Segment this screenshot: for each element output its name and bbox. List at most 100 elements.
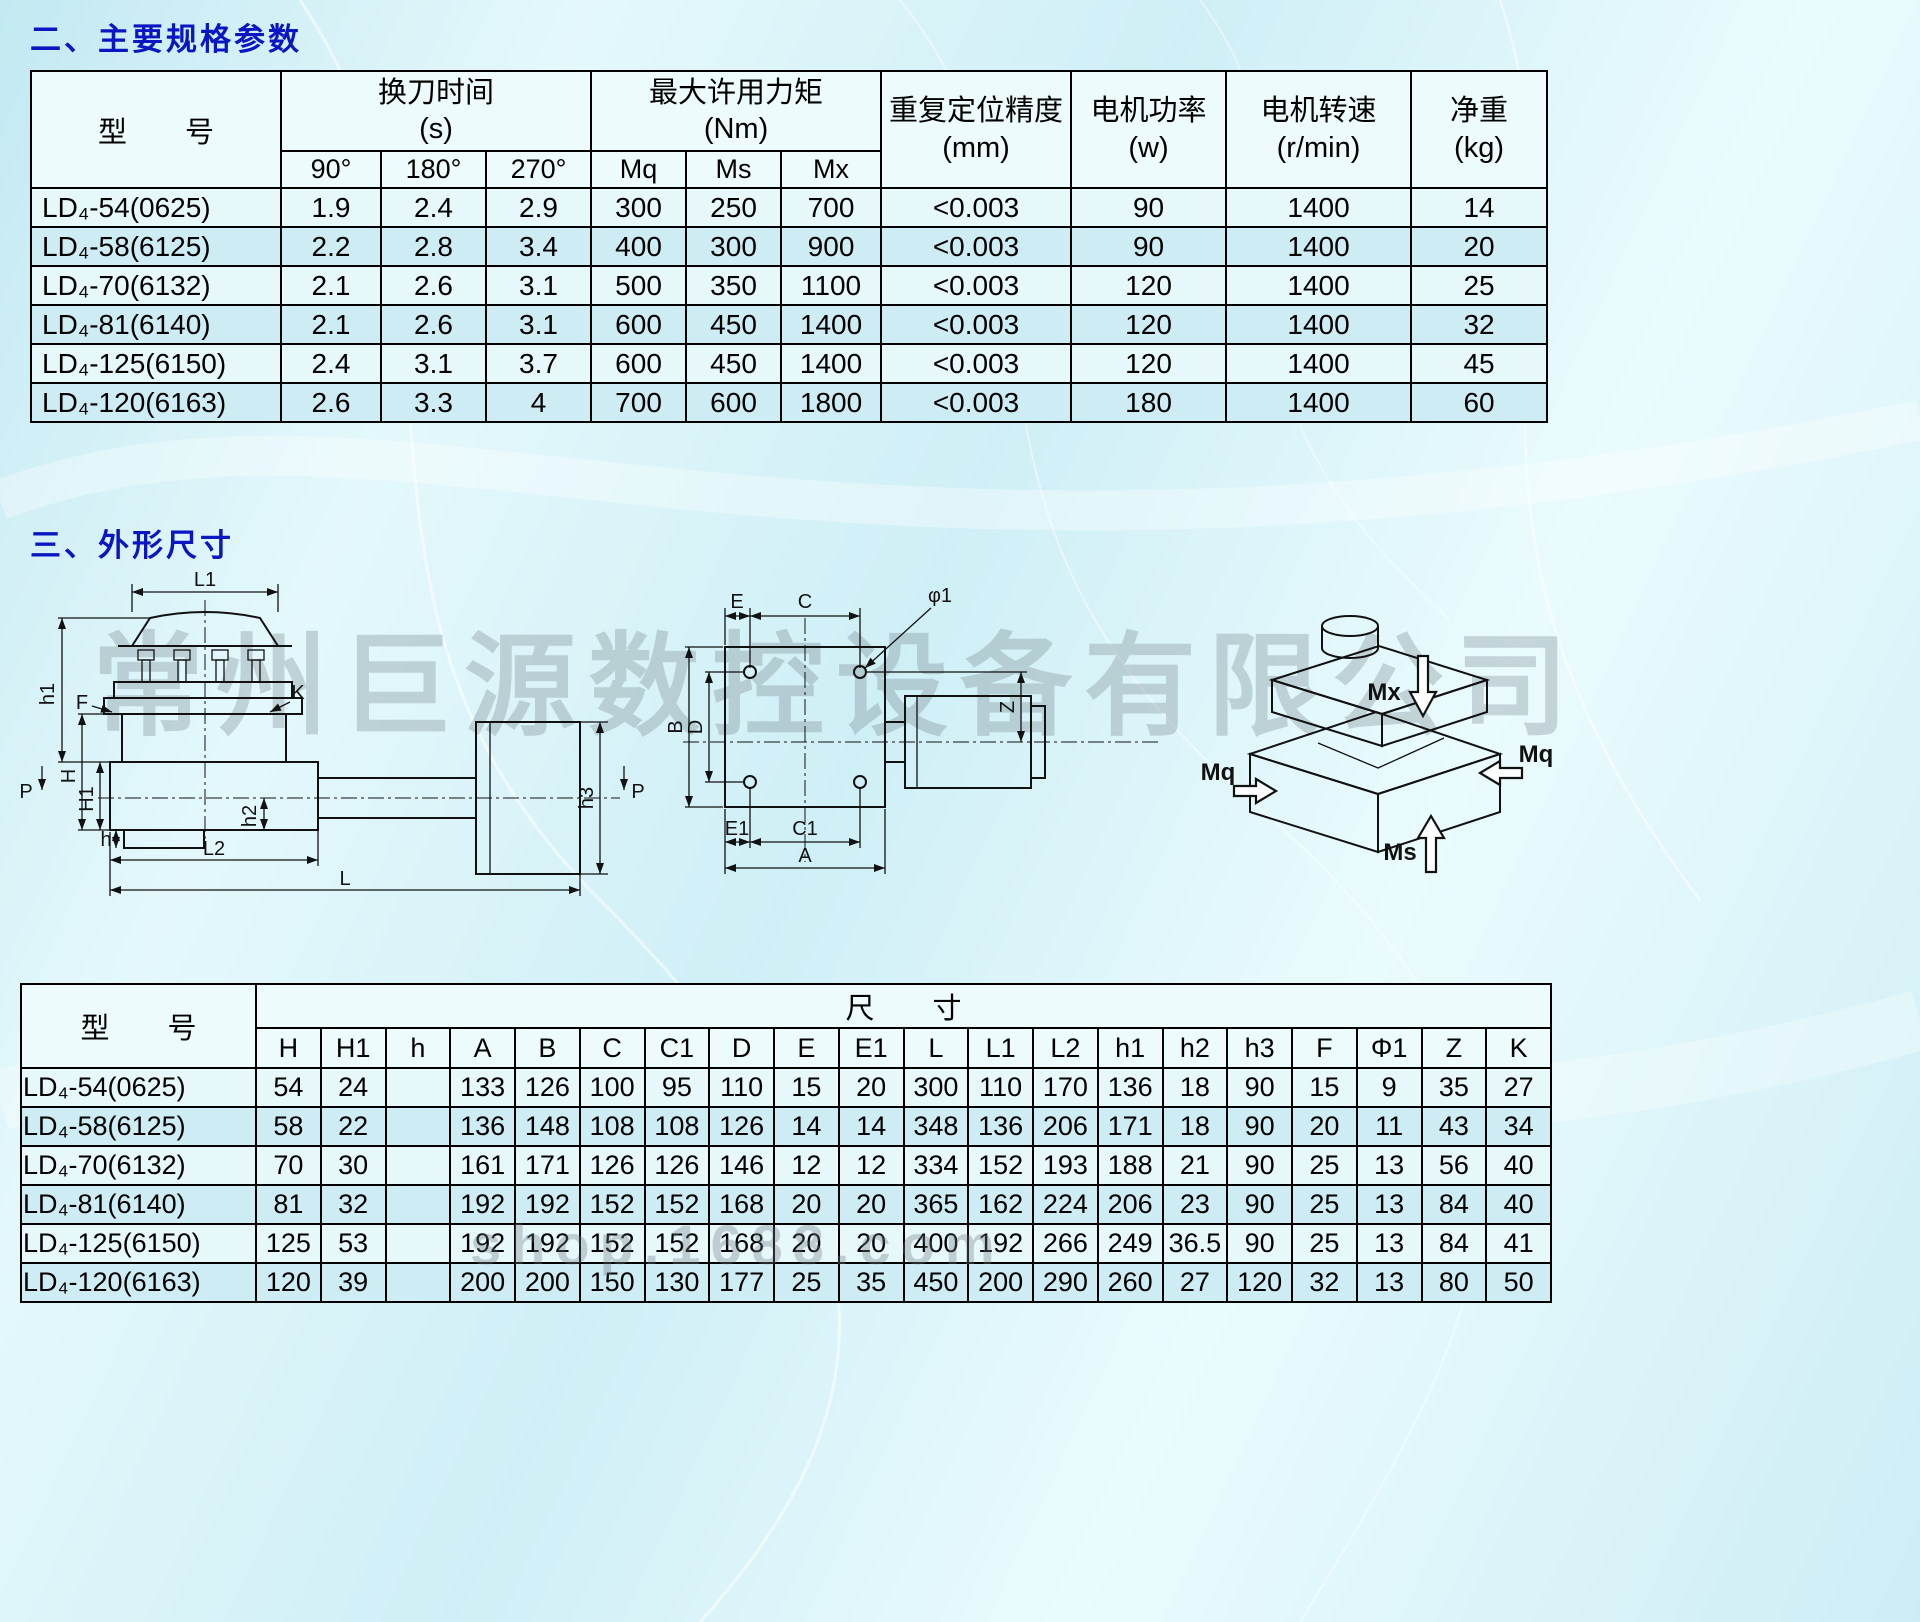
subheader-cell: B [514,1027,581,1069]
subheader-cell: L2 [1032,1027,1099,1069]
model-cell: LD₄-58(6125) [30,226,282,267]
header-unit: (mm) [942,131,1010,164]
tool-change-time-header: 换刀时间 (s) [279,70,593,152]
value-cell: <0.003 [880,304,1073,345]
mq-left-arrow [1232,777,1279,805]
value-cell: 200 [449,1262,516,1303]
value-cell: 4 [484,382,593,423]
header-line: 换刀时间 [378,76,495,109]
value-cell: 22 [319,1106,387,1147]
value-cell: 40 [1485,1145,1552,1186]
value-cell: <0.003 [880,382,1073,423]
value-cell: 25 [1410,265,1549,306]
model-cell: LD₄-70(6132) [20,1145,257,1186]
value-cell: 192 [967,1223,1034,1264]
value-cell [384,1184,452,1225]
model-cell: LD₄-120(6163) [30,382,282,423]
value-cell: 1400 [1225,343,1413,384]
value-cell: 25 [773,1262,840,1303]
value-cell: 162 [967,1184,1034,1225]
value-cell: 2.6 [280,382,382,423]
value-cell: 180 [1070,382,1228,423]
subheader-cell: A [449,1027,516,1069]
value-cell: 1400 [780,304,883,345]
value-cell: 1400 [780,343,883,384]
value-cell: 41 [1485,1223,1552,1264]
value-cell: 348 [902,1106,970,1147]
value-cell: 1800 [780,382,883,423]
dim-label-h: h [100,829,111,851]
value-cell: 3.1 [484,304,593,345]
motor-power-header: 电机功率 (w) [1070,70,1228,189]
value-cell: 18 [1161,1067,1229,1108]
subheader-cell: C1 [643,1027,711,1069]
value-cell: 90 [1070,187,1228,228]
value-cell [384,1262,452,1303]
value-cell: 126 [578,1145,646,1186]
value-cell: 250 [685,187,783,228]
value-cell: 80 [1420,1262,1488,1303]
value-cell: 20 [773,1184,840,1225]
value-cell: 11 [1355,1106,1423,1147]
value-cell: 206 [1096,1184,1164,1225]
value-cell: 192 [449,1223,516,1264]
value-cell: 365 [902,1184,970,1225]
dim-label-A: A [798,845,812,867]
value-cell: 1400 [1225,226,1413,267]
value-cell: 21 [1161,1145,1229,1186]
value-cell: 161 [449,1145,516,1186]
value-cell: 300 [685,226,783,267]
value-cell: 2.1 [280,265,382,306]
value-cell: 56 [1420,1145,1488,1186]
value-cell: 95 [643,1067,711,1108]
value-cell: 133 [449,1067,516,1108]
size-group-header: 尺 寸 [255,983,1552,1029]
value-cell: 1100 [780,265,883,306]
value-cell: 25 [1291,1145,1358,1186]
value-cell: 32 [1410,304,1549,345]
value-cell: <0.003 [880,226,1073,267]
value-cell: 177 [708,1262,775,1303]
dim-label-B: B [665,720,687,733]
model-cell: LD₄-125(6150) [30,343,282,384]
header-unit: (Nm) [703,113,769,145]
value-cell: 32 [1291,1262,1358,1303]
value-cell: 168 [708,1223,775,1264]
value-cell: 90 [1070,226,1228,267]
subheader-cell: H1 [319,1027,387,1069]
value-cell: 700 [590,382,688,423]
value-cell: 120 [1070,265,1228,306]
mq-right-arrow [1477,759,1524,787]
subheader-cell: 180° [380,150,487,189]
dim-label-L2: L2 [203,838,225,860]
value-cell: 45 [1410,343,1549,384]
subheader-cell: h3 [1226,1027,1293,1069]
subheader-row: 90° 180° 270° Mq Ms Mx [31,150,1547,189]
header-line: 电机转速 [1260,95,1377,128]
value-cell: 900 [780,226,883,267]
value-cell: 249 [1096,1223,1164,1264]
value-cell: 400 [590,226,688,267]
value-cell: 200 [967,1262,1034,1303]
value-cell: 20 [1291,1106,1358,1147]
value-cell: 200 [514,1262,581,1303]
value-cell: 1400 [1225,304,1413,345]
clamp-bolts [137,649,265,683]
value-cell [384,1106,452,1147]
value-cell: 1400 [1225,382,1413,423]
value-cell [384,1145,452,1186]
value-cell: 25 [1291,1223,1358,1264]
subheader-cell: Φ1 [1355,1027,1423,1069]
model-column-header: 型 号 [20,983,257,1069]
subheader-cell: Z [1420,1027,1488,1069]
value-cell: <0.003 [880,343,1073,384]
subheader-row: H H1 h A B C C1 D E E1 L L1 L2 h1 h2 h3 … [21,1027,1552,1069]
spec-table: 型 号 换刀时间 (s) 最大许用力矩 (Nm) 重复定位精度 (mm) 电机功… [30,70,1549,423]
subheader-cell: L1 [967,1027,1034,1069]
